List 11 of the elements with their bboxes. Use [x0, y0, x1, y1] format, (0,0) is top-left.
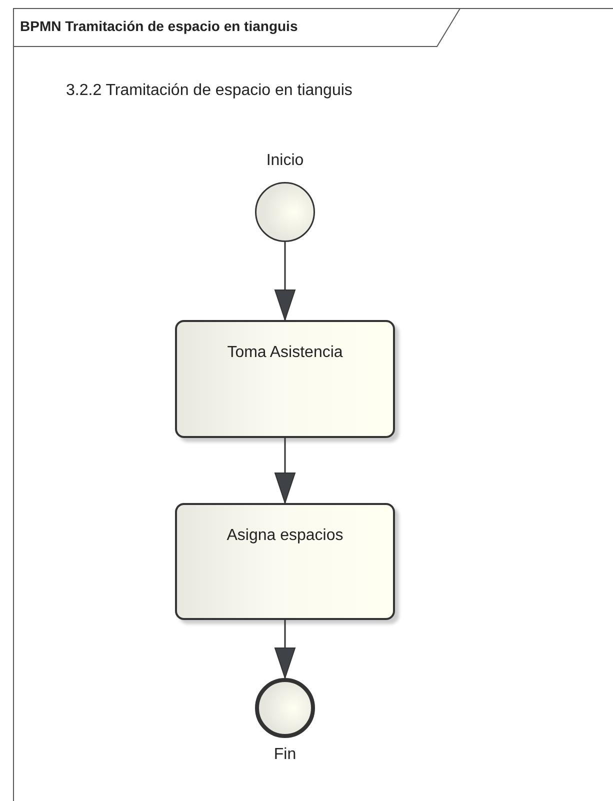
event-label: Fin [272, 746, 298, 764]
diagram-subtitle: 3.2.2 Tramitación de espacio en tianguis [66, 82, 352, 100]
diagram-title: BPMN Tramitación de espacio en tianguis [20, 18, 298, 34]
task-box [175, 320, 395, 438]
sequence-arrow [274, 242, 296, 320]
task-label: Toma Asistencia [226, 344, 344, 362]
event-label: Inicio [265, 152, 305, 170]
task-box [175, 503, 395, 620]
task-label: Asigna espacios [226, 527, 344, 545]
sequence-arrow [274, 438, 296, 504]
sequence-arrow [274, 620, 296, 678]
